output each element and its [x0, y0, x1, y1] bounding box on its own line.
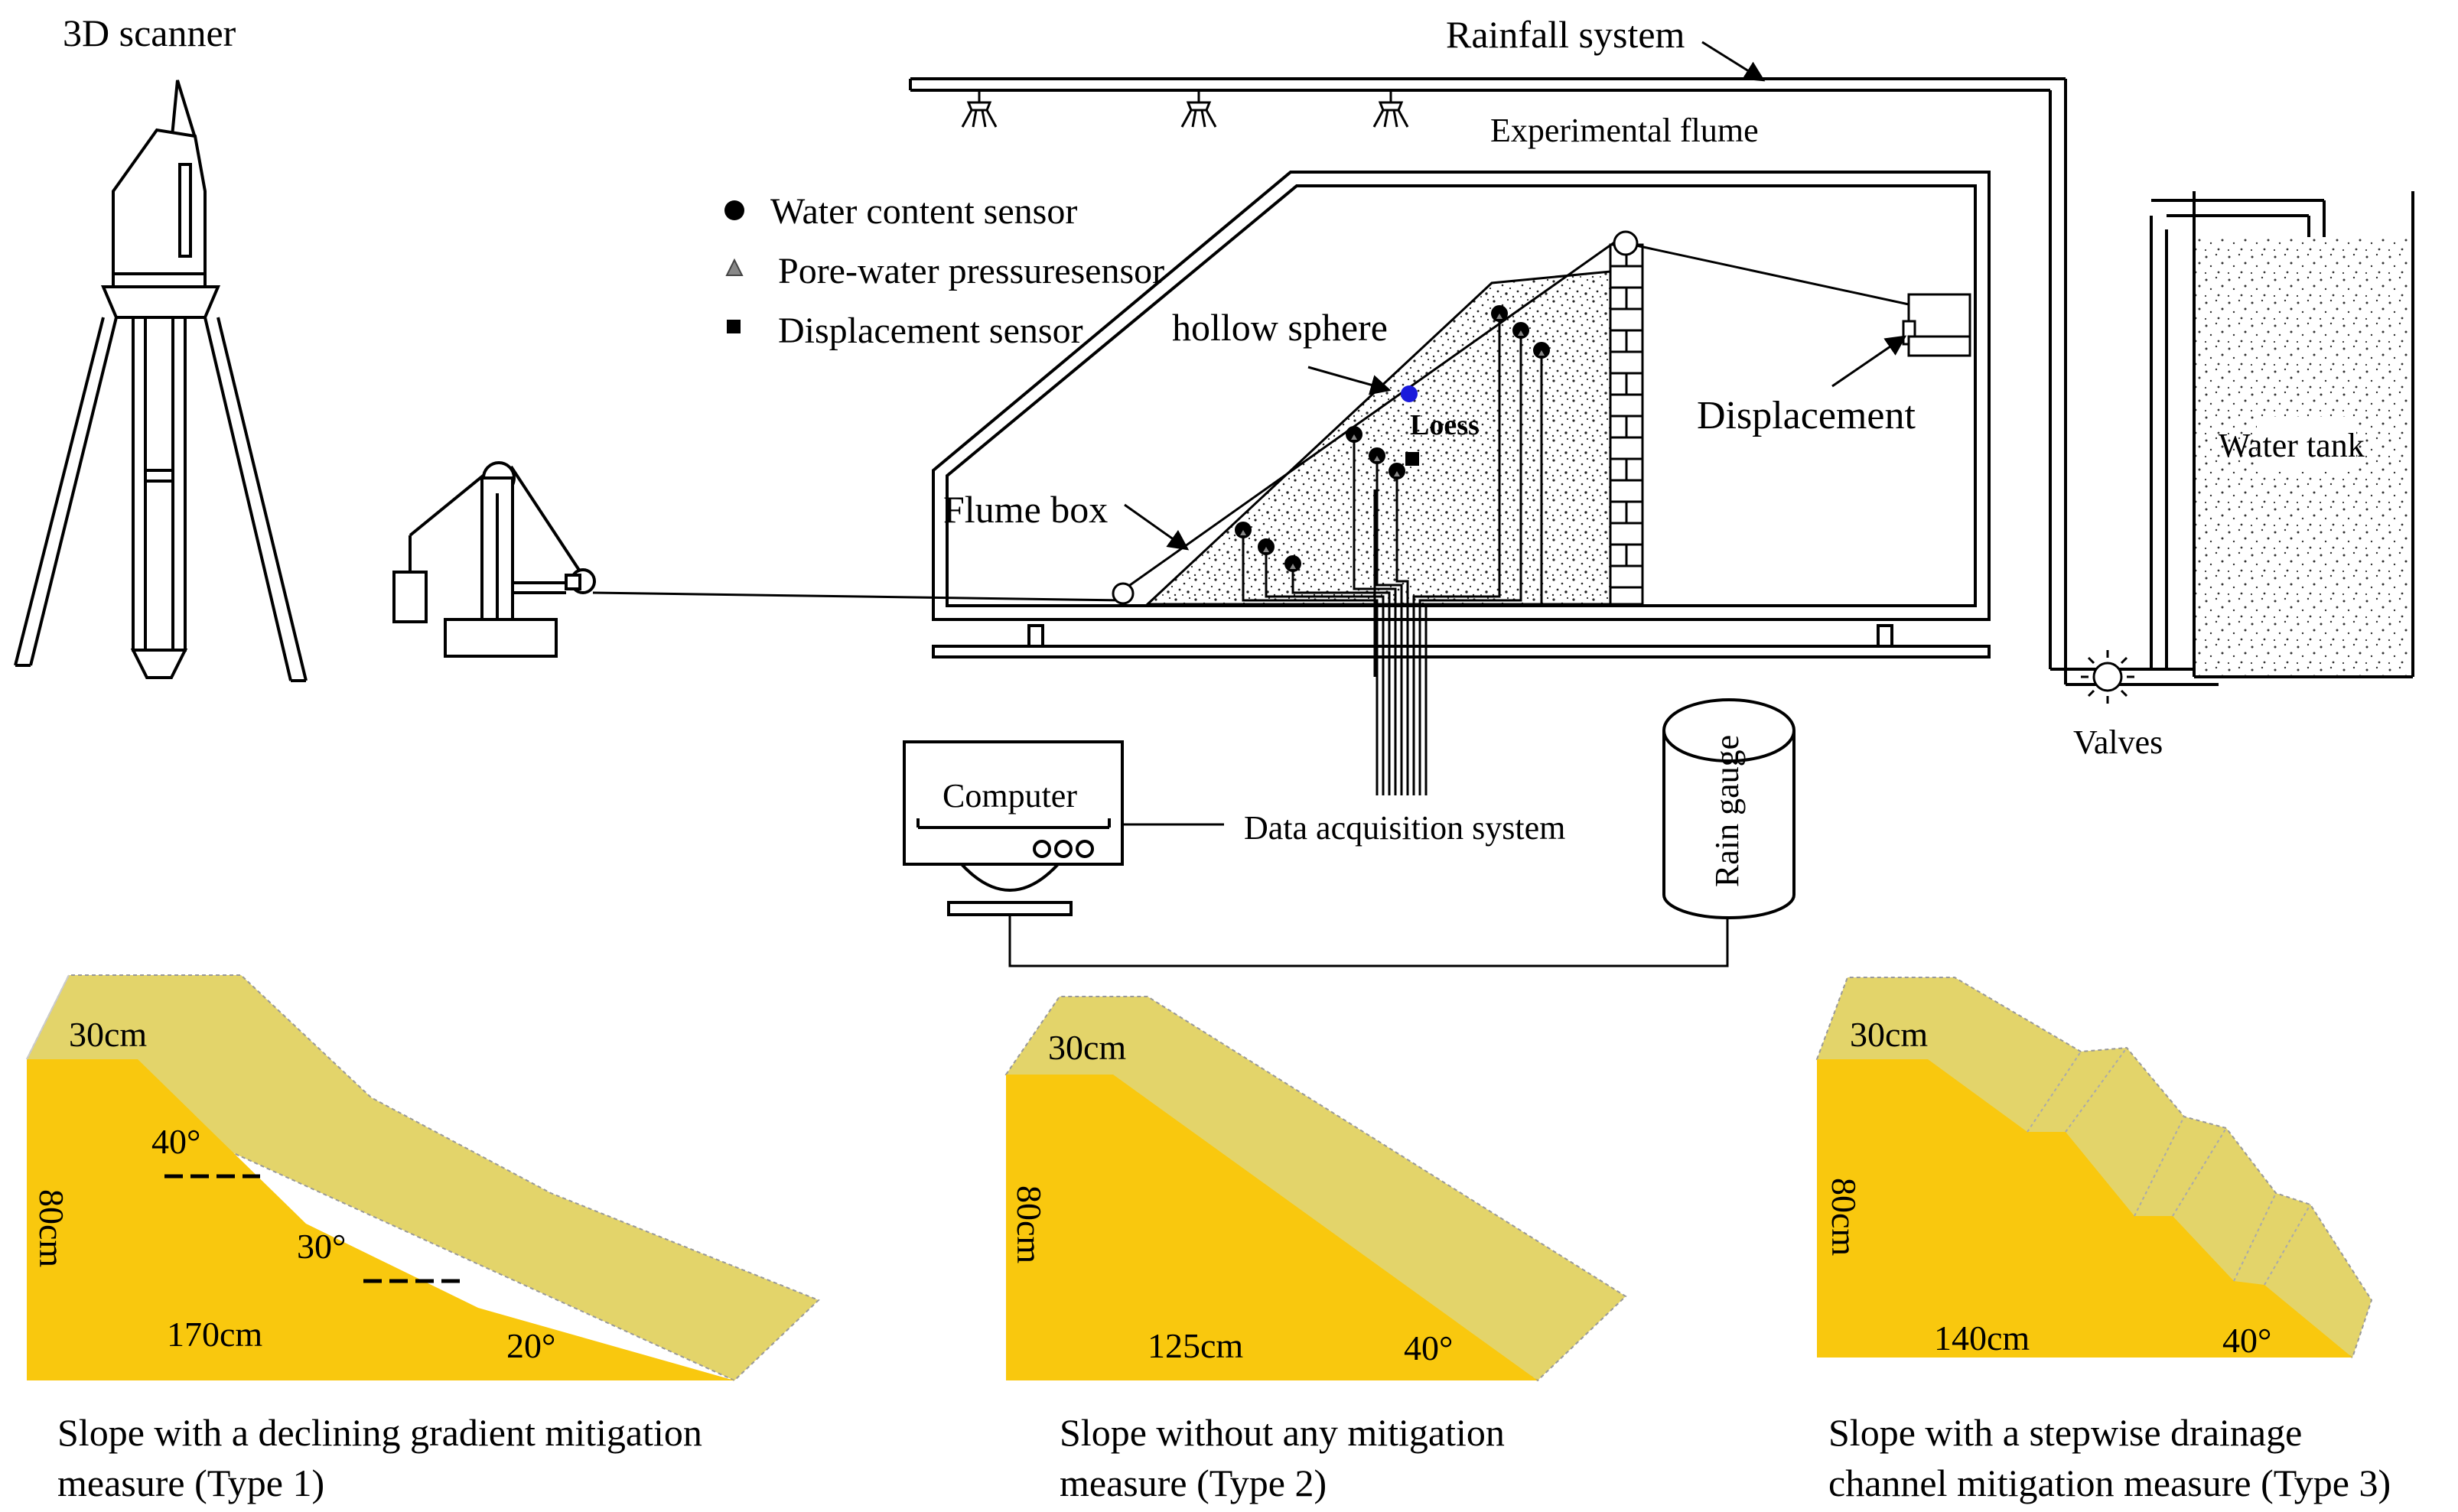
label-flume: Experimental flume — [1490, 112, 1759, 149]
slope-type1 — [25, 974, 820, 1382]
diagram-labels: 3D scanner Rainfall system Experimental … — [32, 11, 2365, 1367]
slope3-caption: Slope with a stepwise drainage channel m… — [1828, 1407, 2391, 1508]
slope2-base: 125cm — [1148, 1326, 1243, 1365]
slope1-top: 30cm — [69, 1015, 147, 1054]
legend-displacement: Displacement sensor — [778, 311, 1083, 351]
label-rain-gauge: Rain gauge — [1708, 735, 1746, 887]
slope-type3 — [1815, 977, 2373, 1359]
sensor-points — [1235, 305, 1550, 572]
slope1-angle-40: 40° — [151, 1122, 200, 1161]
displacement-arrow — [1831, 335, 1907, 388]
legend-water-content: Water content sensor — [770, 191, 1077, 232]
flume-brick-wall — [1609, 243, 1644, 606]
slope2-angle: 40° — [1404, 1328, 1453, 1367]
label-computer: Computer — [943, 777, 1077, 815]
winch — [392, 461, 596, 658]
computer-connections — [1008, 823, 1729, 967]
flumebox-arrow — [1124, 503, 1190, 551]
label-displacement: Displacement — [1697, 394, 1916, 437]
rain-gauge-icon — [1662, 698, 1795, 919]
computer-icon — [903, 740, 1124, 916]
slope3-angle: 40° — [2222, 1321, 2271, 1360]
slope3-caption-line1: Slope with a stepwise drainage — [1828, 1411, 2303, 1454]
label-daq: Data acquisition system — [1244, 809, 1565, 847]
legend-symbols — [724, 200, 744, 333]
rainfall-arrow — [1701, 41, 1766, 82]
slope1-angle-20: 20° — [506, 1326, 555, 1365]
displacement-meter — [1902, 293, 1971, 357]
slope1-base: 170cm — [167, 1315, 262, 1354]
hollow-sphere-dot — [1401, 385, 1418, 402]
displacement-sensor-marker — [1405, 452, 1419, 466]
legend-pore-pressure: Pore-water pressuresensor — [778, 251, 1164, 291]
label-loess: Loess — [1410, 409, 1480, 441]
slope3-height: 80cm — [1825, 1178, 1864, 1256]
slope3-base: 140cm — [1934, 1319, 2030, 1358]
slope3-caption-line2: channel mitigation measure (Type 3) — [1828, 1462, 2391, 1504]
slope1-caption-line1: Slope with a declining gradient mitigati… — [57, 1411, 702, 1454]
flume-frame — [932, 171, 1991, 658]
spray-nozzles — [961, 90, 1409, 128]
slope2-caption-line2: measure (Type 2) — [1060, 1462, 1327, 1504]
slope1-height: 80cm — [32, 1189, 71, 1267]
hollow-sphere-arrow — [1307, 366, 1392, 395]
label-valves: Valves — [2073, 723, 2163, 761]
valve-icon — [2081, 650, 2134, 704]
slope1-caption-line2: measure (Type 1) — [57, 1462, 325, 1504]
label-scanner: 3D scanner — [63, 11, 236, 54]
slope2-caption-line1: Slope without any mitigation — [1060, 1411, 1505, 1454]
label-rainfall: Rainfall system — [1446, 13, 1685, 56]
water-tank — [2193, 191, 2414, 678]
pulley-cable — [1112, 230, 1909, 605]
slope2-caption: Slope without any mitigation measure (Ty… — [1060, 1407, 1505, 1508]
slope-type2 — [1004, 996, 1627, 1382]
sensor-cables — [1242, 317, 1543, 795]
slope2-top: 30cm — [1048, 1028, 1126, 1067]
label-flume-box: Flume box — [943, 488, 1108, 531]
label-water-tank: Water tank — [2219, 427, 2365, 464]
scanner-tripod — [14, 80, 308, 682]
label-hollow-sphere: hollow sphere — [1172, 306, 1388, 349]
slope3-top: 30cm — [1850, 1015, 1928, 1054]
slope2-height: 80cm — [1010, 1185, 1049, 1263]
pore-pressure-markers — [1240, 314, 1545, 569]
slope1-angle-30: 30° — [297, 1227, 346, 1266]
winch-cable — [592, 591, 1125, 602]
rainfall-pipe — [909, 77, 2326, 686]
slope1-caption: Slope with a declining gradient mitigati… — [57, 1407, 702, 1508]
